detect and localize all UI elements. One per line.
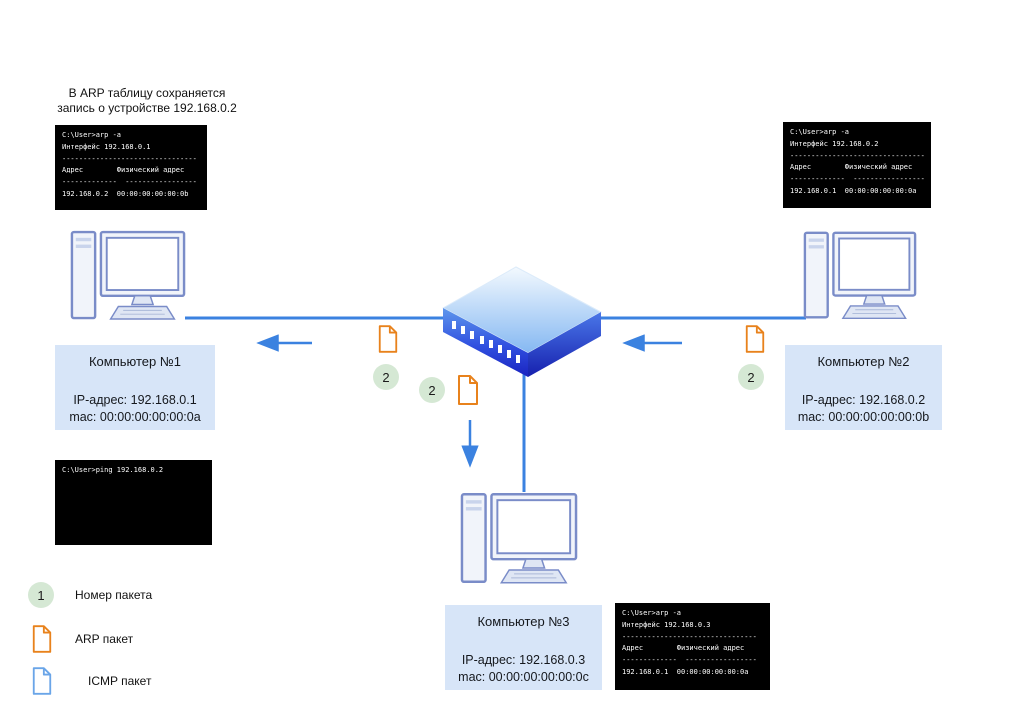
terminal-line: Адрес Физический адрес [790,163,913,172]
terminal-pc1-ping: C:\User>ping 192.168.0.2 [55,460,212,545]
pc1-title: Компьютер №1 [88,354,182,369]
terminal-line: 192.168.0.1 00:00:00:00:00:0a [790,186,917,195]
legend-label-packet-number: Номер пакета [75,588,153,602]
terminal-line: -------------------------------- [62,154,197,163]
terminal-line: 192.168.0.1 00:00:00:00:00:0a [622,667,749,676]
legend-icmp-packet-icon [31,666,53,696]
packet-number-badge: 2 [738,364,764,390]
annotation-line-2: запись о устройстве 192.168.0.2 [57,101,237,115]
packet-number-badge: 2 [419,377,445,403]
legend-number-badge: 1 [28,582,54,608]
legend-label-icmp-packet: ICMP пакет [88,674,152,688]
pc1-info-card: Компьютер №1 IP-адрес: 192.168.0.1 mac: … [55,345,215,430]
legend-arp-packet-icon [31,624,53,654]
pc3-info-card: Компьютер №3 IP-адрес: 192.168.0.3 mac: … [445,605,602,690]
pc2-info-card: Компьютер №2 IP-адрес: 192.168.0.2 mac: … [785,345,942,430]
terminal-line: Адрес Физический адрес [62,166,185,175]
terminal-line: -------------------------------- [790,151,925,160]
terminal-line: C:\User>ping 192.168.0.2 [62,466,164,474]
packet-number-badge: 2 [373,364,399,390]
pc1-mac: mac: 00:00:00:00:00:0a [69,410,201,424]
terminal-line: C:\User>arp -a [62,131,122,139]
terminal-pc3-arp: C:\User>arp -a Интерфейс 192.168.0.3 ---… [615,603,770,690]
pc2-mac: mac: 00:00:00:00:00:0b [797,410,930,424]
pc2-ip: IP-адрес: 192.168.0.2 [801,393,926,407]
legend-label-arp-packet: ARP пакет [75,632,134,646]
terminal-line: Интерфейс 192.168.0.2 [790,139,879,148]
switch-icon [441,266,603,377]
pc3-mac: mac: 00:00:00:00:00:0c [458,670,589,684]
pc3-ip: IP-адрес: 192.168.0.3 [461,653,586,667]
arp-packet-icon-1 [377,324,399,354]
computer-2-icon [803,231,917,320]
terminal-line: -------------------------------- [622,632,757,641]
annotation-line-1: В ARP таблицу сохраняется [68,86,226,100]
terminal-line: ------------- ----------------- [622,656,757,665]
annotation-note: В ARP таблицу сохраняется запись о устро… [38,86,256,116]
terminal-line: C:\User>arp -a [790,128,850,136]
terminal-line: ------------- ----------------- [790,175,925,184]
pc1-ip: IP-адрес: 192.168.0.1 [73,393,197,407]
terminal-line: ------------- ----------------- [62,178,197,187]
terminal-line: C:\User>arp -a [622,609,682,617]
pc2-title: Компьютер №2 [817,354,910,369]
terminal-line: Адрес Физический адрес [622,644,745,653]
arp-packet-icon-2 [744,324,766,354]
terminal-line: Интерфейс 192.168.0.1 [62,142,151,151]
terminal-line: Интерфейс 192.168.0.3 [622,620,711,629]
terminal-pc2-arp: C:\User>arp -a Интерфейс 192.168.0.2 ---… [783,122,931,208]
terminal-pc1-arp: C:\User>arp -a Интерфейс 192.168.0.1 ---… [55,125,207,210]
computer-1-icon [70,230,186,321]
arp-packet-icon-3 [456,374,480,406]
computer-3-icon [460,493,578,585]
terminal-line: 192.168.0.2 00:00:00:00:00:0b [62,189,189,198]
pc3-title: Компьютер №3 [477,614,570,629]
